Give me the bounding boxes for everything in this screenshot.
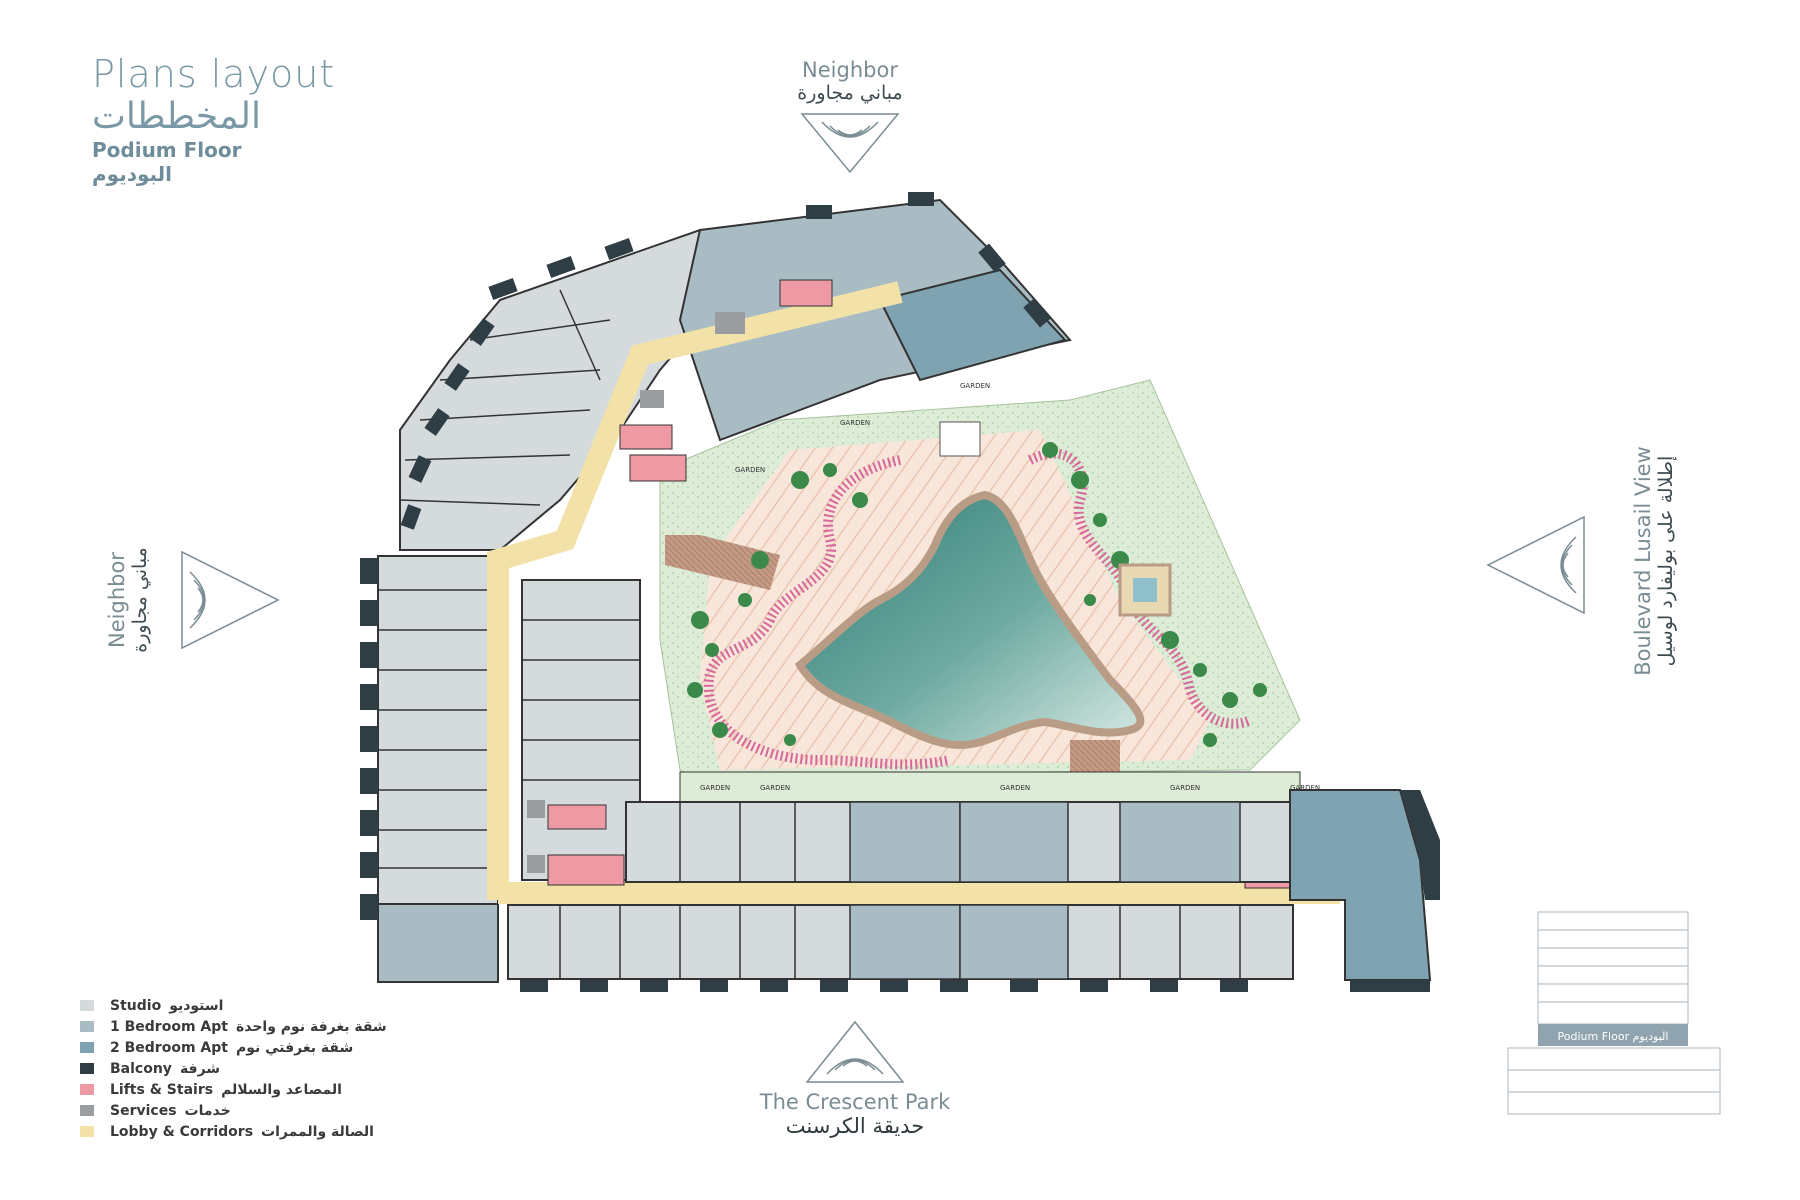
legend-label-ar: شقة بغرفة نوم واحدة [235,1018,387,1035]
key-plan-floor-stack: Podium Floor البوديوم [1507,911,1721,1115]
east-wing-balcony [1400,790,1440,900]
winding-pink-path-west [703,455,951,770]
north-direction-label: Neighbor مباني مجاورة [760,58,940,104]
north-wing-2bed [878,268,1067,382]
fountain-water [1133,578,1157,602]
page-title-arabic: المخططات [92,96,261,137]
legend-item-2-bedroom: 2 Bedroom Apt شقة بغرفتي نوم [80,1037,387,1058]
south-direction-label: The Crescent Park حديقة الكرسنت [720,1090,990,1138]
legend-item-studio: Studio استوديو [80,995,387,1016]
legend-swatch [80,1084,94,1095]
east-view-eye-icon [1486,515,1585,615]
page-title: Plans layout [92,52,336,96]
legend-swatch [80,1042,94,1053]
northwest-wing-dividers [399,289,611,506]
legend-label: Studio [110,997,162,1014]
south-label-en: The Crescent Park [759,1090,951,1114]
legend-swatch [80,1000,94,1011]
legend-swatch [80,1126,94,1137]
legend-swatch [80,1021,94,1032]
north-label-en: Neighbor [802,58,898,82]
legend-item-lifts-stairs: Lifts & Stairs المصاعد والسلالم [80,1079,387,1100]
legend-label-ar: خدمات [184,1102,231,1119]
floor-name: Podium Floor [92,138,242,162]
north-wing-balconies [806,192,1051,328]
services [527,312,1202,876]
legend-label-ar: استوديو [169,997,224,1014]
floor-name-arabic: البوديوم [92,162,173,186]
legend-swatch [80,1105,94,1116]
legend-label: Balcony [110,1060,172,1077]
legend-item-services: Services خدمات [80,1100,387,1121]
legend-item-balcony: Balcony شرفة [80,1058,387,1079]
west-view-eye-icon [181,550,280,650]
legend-label: 1 Bedroom Apt [110,1018,228,1035]
legend-item-lobby-corridors: Lobby & Corridors الصالة والممرات [80,1121,387,1142]
legend-label-ar: المصاعد والسلالم [221,1081,342,1098]
garden-label: GARDEN [735,466,765,474]
key-plan-podium-highlight [1538,1024,1688,1046]
pergola [939,421,981,457]
legend-label: 2 Bedroom Apt [110,1039,228,1056]
south-garden-strip [679,771,1301,803]
legend-label-ar: الصالة والممرات [261,1123,374,1140]
legend-item-1-bedroom: 1 Bedroom Apt شقة بغرفة نوم واحدة [80,1016,387,1037]
west-wing [377,555,641,983]
garden-labels: GARDEN GARDEN GARDEN GARDEN GARDEN GARDE… [700,382,1320,792]
legend-label: Services [110,1102,177,1119]
garden-label: GARDEN [1170,784,1200,792]
south-label-ar: حديقة الكرسنت [785,1114,925,1138]
legend-label: Lobby & Corridors [110,1123,254,1140]
south-wing-1bed-units [849,801,1241,980]
west-wing-balconies [360,558,378,920]
garden-label: GARDEN [1000,784,1030,792]
northwest-wing-balconies [400,237,634,530]
garden-label: GARDEN [1290,784,1320,792]
east-wing-2bed [1289,789,1432,981]
swimming-pool [794,490,1145,750]
legend-label-ar: شقة بغرفتي نوم [235,1039,354,1056]
key-plan-label: Podium Floor البوديوم [1558,1030,1669,1043]
south-wing-dividers [559,802,1301,979]
north-view-eye-icon [800,113,900,174]
garden-label: GARDEN [960,382,990,390]
legend-swatch [80,1063,94,1074]
garden-label: GARDEN [700,784,730,792]
legend-label: Lifts & Stairs [110,1081,214,1098]
garden-label: GARDEN [760,784,790,792]
legend: Studio استوديو 1 Bedroom Apt شقة بغرفة ن… [80,995,387,1142]
south-wing-balconies [520,980,1430,992]
garden-label: GARDEN [840,419,870,427]
north-label-ar: مباني مجاورة [797,82,903,104]
west-wing-unit-dividers [378,589,640,869]
legend-label-ar: شرفة [179,1060,221,1077]
diagonal-walkway [665,535,780,590]
south-view-eye-icon [805,1020,905,1083]
